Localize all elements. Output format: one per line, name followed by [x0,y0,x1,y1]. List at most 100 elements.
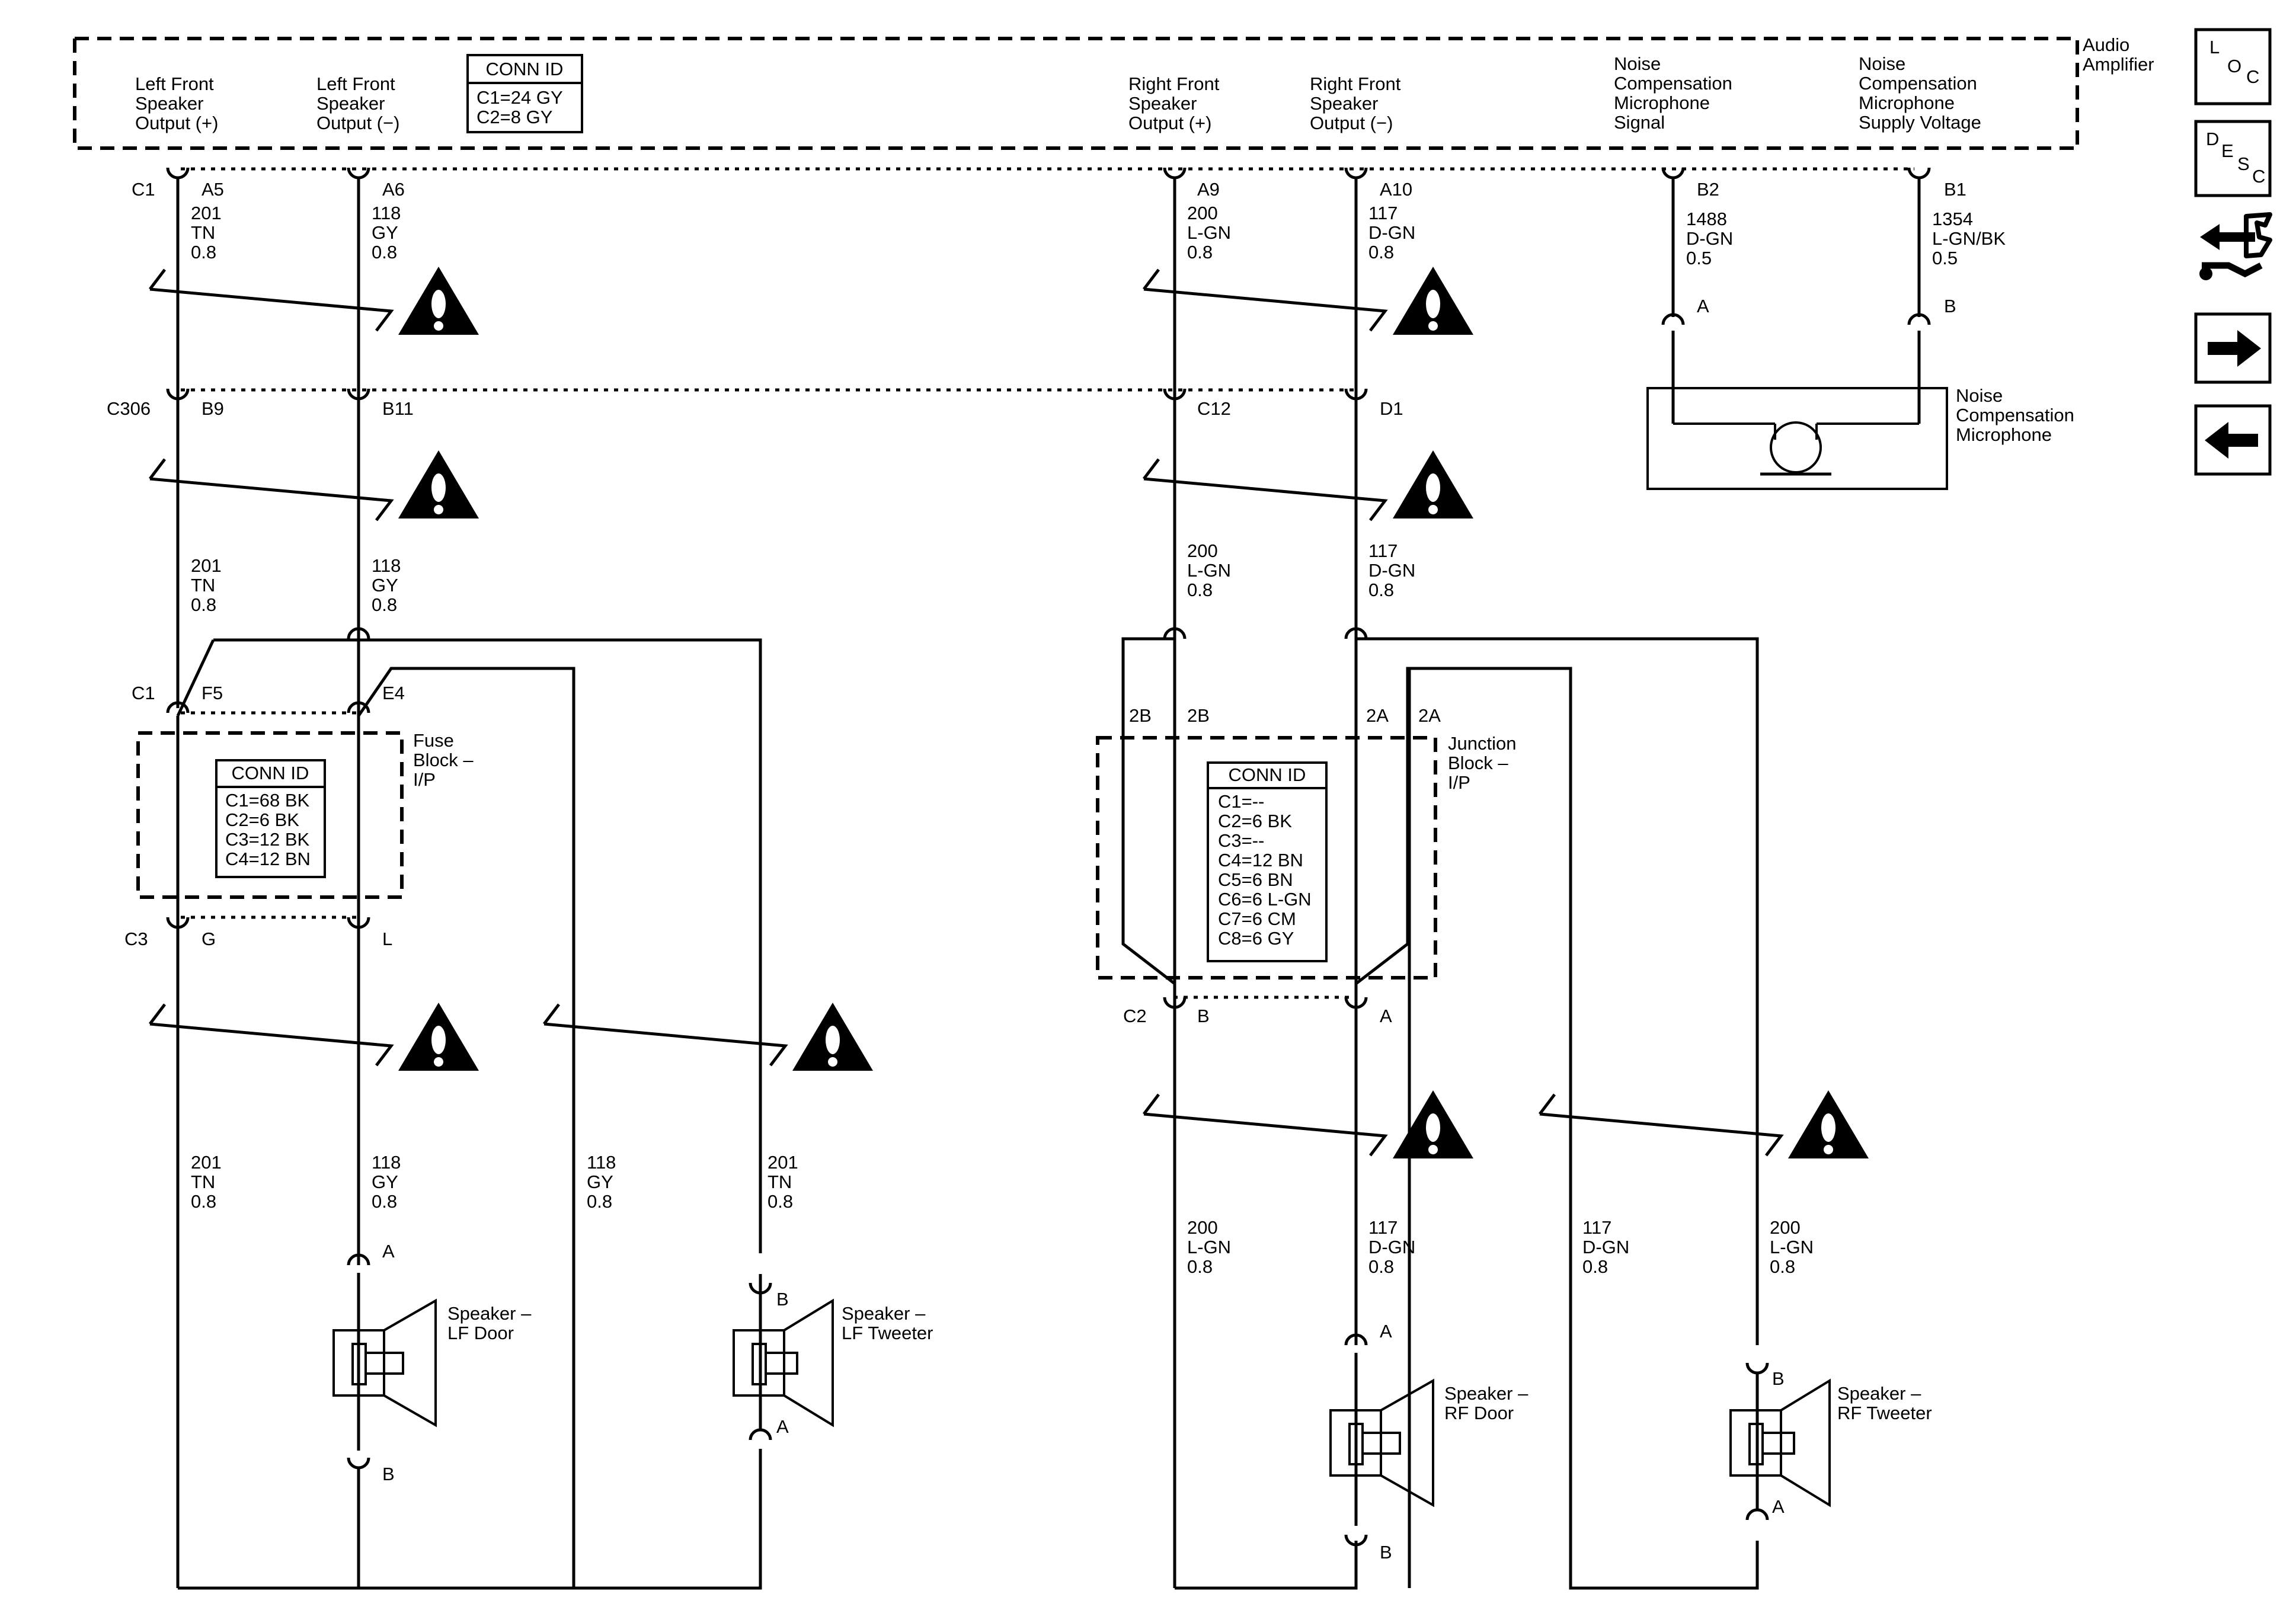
svg-text:D-GN: D-GN [1582,1237,1629,1257]
amplifier-title-line-1: Audio [2083,34,2129,55]
svg-text:0.8: 0.8 [1770,1256,1795,1277]
nav-connector-button[interactable] [2199,212,2272,280]
nav-prev-button[interactable] [2194,404,2272,476]
speaker-lf-door: Speaker – LF Door [332,1273,532,1451]
svg-text:TN: TN [768,1172,792,1192]
svg-text:D-GN: D-GN [1368,222,1415,243]
warning-icon [398,267,479,335]
pin-label: C1 [132,179,155,200]
fuse-block-conn-id-table: CONN ID C1=68 BK C2=6 BK C3=12 BK C4=12 … [215,759,326,878]
conn-id-line: C2=6 BK [225,809,299,830]
pin-label: A6 [382,179,405,200]
amp-mic-signal: Noise Compensation Microphone Signal [1614,53,1732,133]
junction-block-name: Block – [1448,753,1508,773]
speaker-icon [351,1343,367,1385]
nav-letter: D [2206,129,2219,149]
output-label: Compensation [1614,73,1732,94]
pin-label: B1 [1944,179,1966,200]
svg-text:201: 201 [191,555,222,576]
conn-id-line: C1=24 GY [477,87,563,108]
speaker-icon [1748,1423,1764,1465]
component-label: Speaker – [842,1303,926,1324]
svg-text:0.8: 0.8 [1187,1256,1213,1277]
output-label: Signal [1614,112,1665,133]
fuse-block-name: I/P [413,769,436,790]
component-label: RF Door [1444,1403,1514,1423]
component-label: Speaker – [1837,1383,1921,1404]
terminals [166,167,1931,1547]
svg-text:L-GN: L-GN [1187,222,1231,243]
svg-text:0.8: 0.8 [587,1191,612,1212]
output-label: Speaker [1128,93,1197,114]
output-label: Speaker [1310,93,1378,114]
pin-label: C1 [132,683,155,703]
svg-text:118: 118 [372,203,401,223]
svg-text:D-GN: D-GN [1368,1237,1415,1257]
wire-lf-return-loop [178,638,762,1590]
speaker-rf-tweeter: Speaker – RF Tweeter [1729,1372,1932,1511]
svg-text:0.8: 0.8 [191,594,216,615]
pin-label: B9 [202,398,224,419]
pin-label: E4 [382,683,405,703]
component-label: Speaker – [447,1303,532,1324]
pin-label: A [1380,1321,1392,1342]
amp-output-rf-plus: Right Front Speaker Output (+) [1128,73,1220,133]
svg-text:TN: TN [191,1172,215,1192]
amp-conn-id-table: CONN ID C1=24 GY C2=8 GY [466,54,583,133]
svg-text:GY: GY [372,222,398,243]
svg-text:L-GN/BK: L-GN/BK [1932,228,2006,249]
nav-letter: C [2252,166,2265,187]
output-label: Noise [1859,53,1905,74]
wire-200-lgn [1121,177,1176,1588]
component-label: LF Door [447,1323,514,1343]
svg-text:117: 117 [1368,540,1398,561]
microphone-icon [1770,421,1822,473]
pin-label: A5 [202,179,224,200]
nav-loc-button[interactable]: L O C [2194,28,2272,105]
svg-text:0.8: 0.8 [768,1191,793,1212]
arrow-left-icon [2205,422,2258,459]
svg-text:D-GN: D-GN [1368,560,1415,581]
nav-next-button[interactable] [2194,312,2272,384]
conn-id-line: C7=6 CM [1218,908,1296,929]
conn-id-line: C2=6 BK [1218,811,1292,831]
nav-desc-button[interactable]: D E S C [2194,120,2272,197]
wire-117-dgn [1175,177,1759,1590]
location-icon: L O C [2209,37,2259,87]
pin-label: B [1772,1368,1785,1389]
svg-text:201: 201 [191,203,222,223]
output-label: Right Front [1128,73,1220,94]
warning-icon [1393,1090,1473,1158]
fuse-block-name: Fuse [413,730,454,751]
pin-label: C2 [1123,1006,1147,1026]
pin-label: A9 [1197,179,1220,200]
conn-id-title: CONN ID [1229,764,1306,785]
pin-label: A10 [1380,179,1412,200]
nav-letter: L [2209,37,2220,57]
conn-id-title: CONN ID [232,763,309,783]
warning-icon [1788,1090,1869,1158]
fuse-block-name: Block – [413,750,474,770]
pin-label: 2B [1129,705,1152,726]
pin-label: B [382,1464,395,1484]
output-label: Right Front [1310,73,1401,94]
conn-id-line: C3=-- [1218,830,1264,851]
svg-text:0.5: 0.5 [1686,248,1712,268]
svg-text:L-GN: L-GN [1187,560,1231,581]
conn-id-line: C6=6 L-GN [1218,889,1312,910]
svg-text:117: 117 [1368,203,1398,223]
warning-icon [398,450,479,518]
component-label: Speaker – [1444,1383,1528,1404]
conn-id-line: C8=6 GY [1218,928,1294,949]
svg-text:GY: GY [372,1172,398,1192]
svg-text:GY: GY [587,1172,613,1192]
conn-id-line: C2=8 GY [477,107,552,127]
